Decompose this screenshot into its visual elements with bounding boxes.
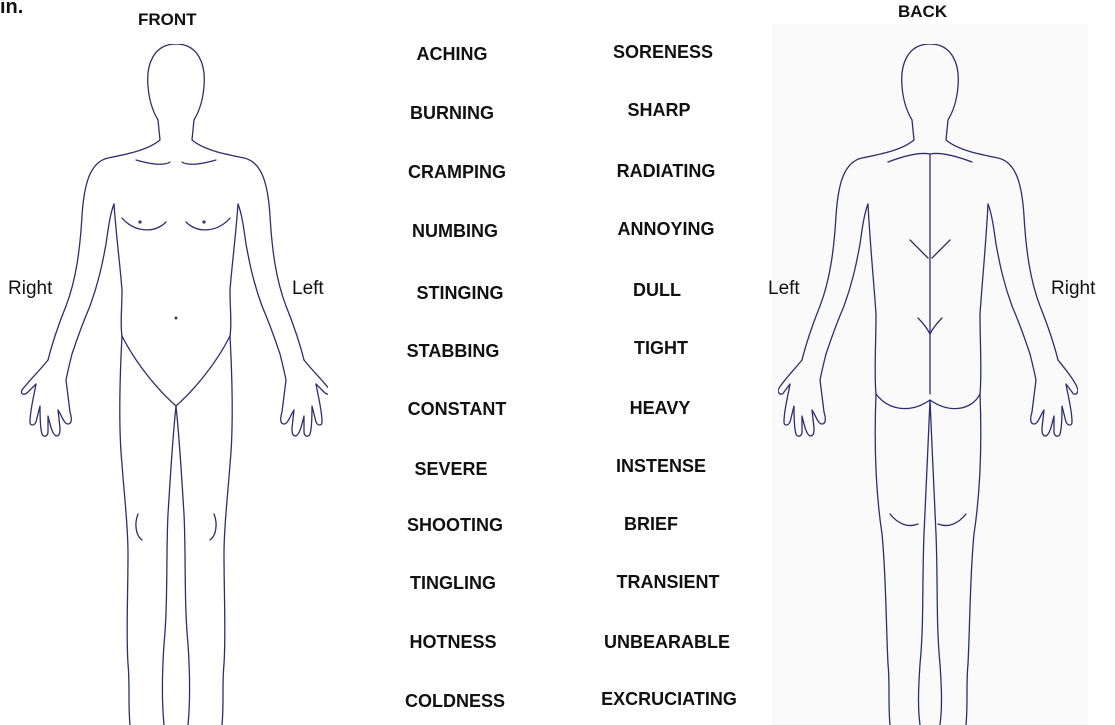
descriptor-word[interactable]: SHOOTING [407,515,503,536]
descriptor-word[interactable]: HEAVY [630,398,691,419]
descriptor-word[interactable]: TRANSIENT [617,572,720,593]
descriptor-word[interactable]: HOTNESS [409,632,496,653]
descriptor-word[interactable]: SHARP [627,100,690,121]
descriptor-word[interactable]: INSTENSE [616,456,706,477]
back-title: BACK [898,2,947,22]
descriptor-word[interactable]: TINGLING [410,573,496,594]
descriptor-word[interactable]: COLDNESS [405,691,505,712]
descriptor-word[interactable]: BURNING [410,103,494,124]
descriptor-word[interactable]: TIGHT [634,338,688,359]
descriptor-word[interactable]: CONSTANT [408,399,507,420]
descriptor-word[interactable]: ANNOYING [617,219,714,240]
front-title: FRONT [138,10,197,30]
descriptor-word[interactable]: BRIEF [624,514,678,535]
descriptor-word[interactable]: SORENESS [613,42,713,63]
descriptor-word[interactable]: DULL [633,280,681,301]
descriptor-word[interactable]: STABBING [407,341,500,362]
descriptor-word[interactable]: STINGING [416,283,503,304]
descriptor-word[interactable]: UNBEARABLE [604,632,730,653]
back-body-outline[interactable] [778,44,1078,725]
descriptor-word[interactable]: RADIATING [617,161,716,182]
descriptor-word[interactable]: NUMBING [412,221,498,242]
descriptor-word[interactable]: ACHING [417,44,488,65]
front-body-outline[interactable] [18,44,328,725]
partial-heading: in. [0,0,23,19]
descriptor-word[interactable]: SEVERE [414,459,487,480]
descriptor-word[interactable]: CRAMPING [408,162,506,183]
descriptor-word[interactable]: EXCRUCIATING [601,689,737,710]
